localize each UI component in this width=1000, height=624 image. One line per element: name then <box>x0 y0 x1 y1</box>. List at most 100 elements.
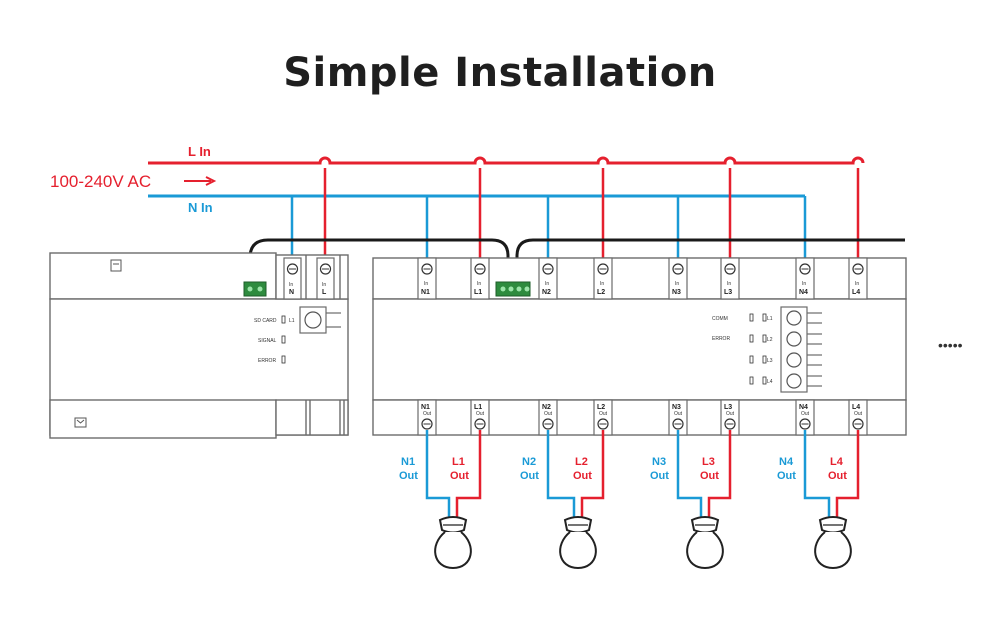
module-green-connector <box>495 281 531 297</box>
neutral-output-wire <box>803 430 831 518</box>
terminal-out-label: N3 <box>672 404 681 411</box>
terminal-in-word: In <box>477 281 481 287</box>
gateway-n-in-word: In <box>289 282 293 288</box>
power-module-icon <box>110 259 122 272</box>
neutral-out-label: N3 <box>652 456 666 468</box>
neutral-out-label: N2 <box>522 456 536 468</box>
module-led-side-label: L2 <box>767 337 773 343</box>
terminal-out-word: Out <box>726 411 735 417</box>
arrow-right-icon <box>184 176 217 186</box>
module-terminals: InN1N1OutInL1L1OutInN2N2OutInL2L2OutInN3… <box>417 257 868 436</box>
gateway-indicator-sd-card: SD CARD <box>254 318 277 324</box>
gateway-l-label: L <box>322 289 327 296</box>
module-led <box>762 334 767 343</box>
voltage-label: 100-240V AC <box>50 172 151 191</box>
module-led <box>762 355 767 364</box>
switch-module <box>372 257 907 436</box>
live-out-word: Out <box>450 470 469 482</box>
gateway-terminal-l: In L <box>316 257 335 300</box>
terminal-out-label: L4 <box>852 404 860 411</box>
live-out-label: L1 <box>452 456 465 468</box>
channel-button-1[interactable] <box>786 310 822 326</box>
live-out-word: Out <box>700 470 719 482</box>
gateway-sd-suffix: L1 <box>289 318 295 324</box>
gateway-terminal-n: In N <box>283 257 302 300</box>
live-out-label: L2 <box>575 456 588 468</box>
gateway-led-sd-card <box>281 315 286 324</box>
light-bulb-icon <box>559 516 597 570</box>
module-led <box>749 355 754 364</box>
gateway-led-signal <box>281 335 286 344</box>
module-led <box>749 334 754 343</box>
live-in-label: L In <box>188 144 211 159</box>
module-led-side-label: L4 <box>767 379 773 385</box>
module-led <box>762 313 767 322</box>
terminal-in-label: N4 <box>799 289 808 296</box>
terminal-in-word: In <box>855 281 859 287</box>
neutral-output-wire <box>676 430 703 518</box>
terminal-out-word: Out <box>599 411 608 417</box>
terminal-out-label: N2 <box>542 404 551 411</box>
continuation-dots: ••••• <box>938 337 963 353</box>
channel-button-4[interactable] <box>786 373 822 389</box>
light-bulb-icon <box>814 516 852 570</box>
neutral-output-wire <box>546 430 576 518</box>
live-output-wire <box>580 430 605 518</box>
channel-button-3[interactable] <box>786 352 822 368</box>
live-out-label: L3 <box>702 456 715 468</box>
terminal-in-word: In <box>600 281 604 287</box>
neutral-out-word: Out <box>520 470 539 482</box>
gateway-green-connector <box>243 281 267 297</box>
terminal-out-word: Out <box>476 411 485 417</box>
module-led <box>749 376 754 385</box>
terminal-in-label: N1 <box>421 289 430 296</box>
terminal-out-word: Out <box>674 411 683 417</box>
gateway-button[interactable] <box>299 306 341 334</box>
terminal-out-word: Out <box>801 411 810 417</box>
terminal-in-label: L3 <box>724 289 732 296</box>
live-out-word: Out <box>573 470 592 482</box>
terminal-out-label: N4 <box>799 404 808 411</box>
terminal-out-label: L2 <box>597 404 605 411</box>
module-led-side-label: L1 <box>767 316 773 322</box>
live-output-wire <box>707 430 732 518</box>
module-led <box>749 313 754 322</box>
module-led-side-label: L3 <box>767 358 773 364</box>
gateway-n-label: N <box>289 289 294 296</box>
neutral-out-word: Out <box>399 470 418 482</box>
module-buttons <box>786 310 822 389</box>
terminal-out-label: L1 <box>474 404 482 411</box>
drop-wires <box>290 168 860 265</box>
terminal-out-word: Out <box>544 411 553 417</box>
terminal-in-word: In <box>424 281 428 287</box>
module-indicator-error: ERROR <box>712 336 730 342</box>
module-led <box>762 376 767 385</box>
terminal-in-label: L1 <box>474 289 482 296</box>
live-out-label: L4 <box>830 456 844 468</box>
terminal-in-word: In <box>545 281 549 287</box>
gateway-led-error <box>281 355 286 364</box>
terminal-out-label: L3 <box>724 404 732 411</box>
terminal-in-label: L4 <box>852 289 860 296</box>
live-output-wire <box>455 430 482 518</box>
neutral-out-label: N1 <box>401 456 415 468</box>
gateway-device <box>49 252 349 439</box>
terminal-in-word: In <box>802 281 806 287</box>
channel-button-2[interactable] <box>786 331 822 347</box>
live-supply-line <box>148 156 865 165</box>
